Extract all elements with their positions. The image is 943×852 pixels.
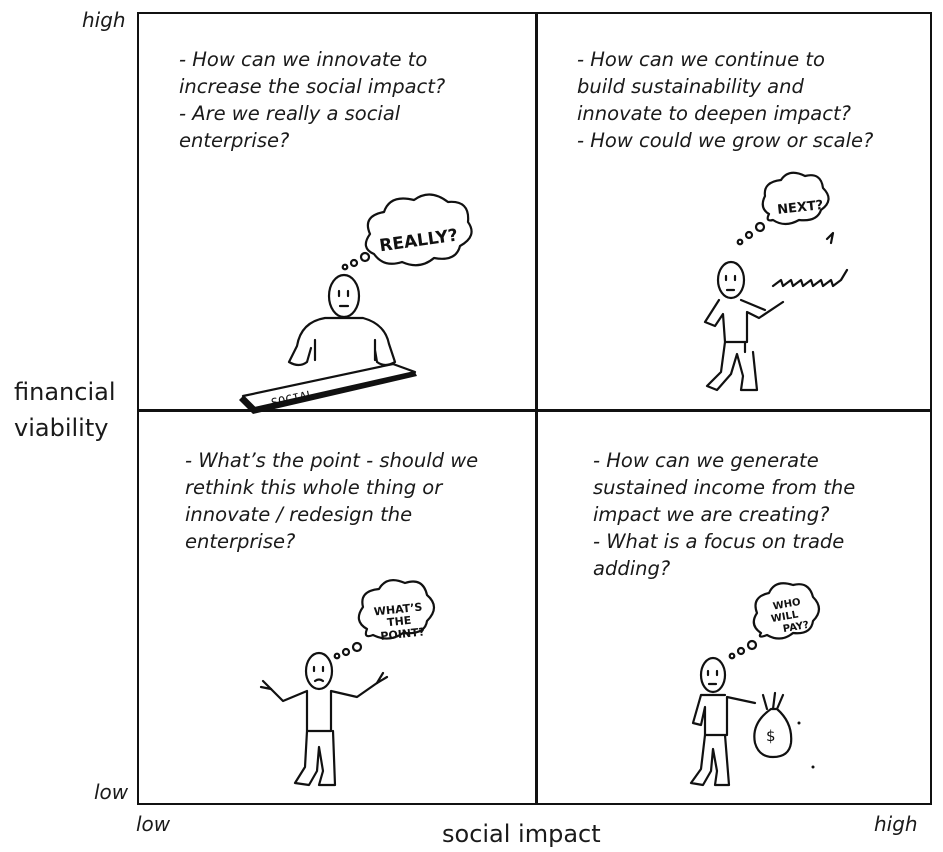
mouth [313,678,325,683]
figure-growth-illustration: NEXT? [703,171,849,392]
text-line: innovate to deepen impact? [577,102,851,125]
thought-bubble [752,582,821,640]
thought-dot [359,251,371,263]
y-axis-high-label: high [82,8,126,32]
bubble-text-really: REALLY? [378,226,459,257]
money-bag-icon [753,691,793,759]
figure-money-bag-illustration: WHO WILL PAY? $ [689,582,821,787]
head [304,651,334,691]
bubble-text-line: WILL [770,609,800,625]
body [269,681,379,787]
dot [811,765,815,769]
thought-dot [333,652,341,660]
quadrant-bottom-right-text: - How can we generate sustained income f… [593,447,855,582]
thought-dot [744,230,754,240]
quadrant-top-left-text: - How can we innovate to increase the so… [179,46,445,154]
body [287,316,397,367]
head [327,273,361,319]
x-axis-low-label: low [136,812,171,836]
desk-sign-text: SOCIAL.... [270,381,344,410]
bubble-text-line: WHAT’S [373,601,423,619]
figure-at-desk-illustration: REALLY? SOCIAL.... [239,193,473,414]
thought-dot [736,238,744,246]
thought-dot [746,639,758,651]
text-line: - How can we generate [593,449,819,472]
figure-shrugging-illustration: WHAT’S THE POINT? [259,578,436,787]
quadrant-top-left: - How can we innovate to increase the so… [139,14,535,414]
body [703,298,785,392]
quadrant-grid: - How can we innovate to increase the so… [137,12,932,805]
desk-shadow [239,372,417,414]
bubble-text-line: PAY? [782,620,810,635]
text-line: - What is a focus on trade [593,530,845,553]
x-axis-title: social impact [442,820,601,848]
head [699,656,727,694]
y-axis-title: financial viability [14,374,115,446]
money-bag-symbol: $ [766,727,776,745]
thought-dot [728,652,736,660]
text-line: impact we are creating? [593,503,830,526]
text-line: sustained income from the [593,476,856,499]
text-line: - How can we innovate to [179,48,428,71]
thought-bubble [357,578,436,640]
y-axis-title-line2: viability [14,414,109,442]
bubble-text-line: WHO [772,597,801,613]
thought-dot [351,641,363,653]
quadrant-top-right-text: - How can we continue to build sustainab… [577,46,873,154]
body [689,693,757,787]
text-line: rethink this whole thing or [185,476,443,499]
bubble-text-next: NEXT? [777,198,825,218]
text-line: increase the social impact? [179,75,446,98]
text-line: - Are we really a social [179,102,401,125]
head [716,260,746,300]
thought-bubble [761,171,830,226]
quadrant-top-right: - How can we continue to build sustainab… [537,14,933,409]
growth-arrow [771,231,849,288]
quadrant-bottom-right: - How can we generate sustained income f… [537,411,933,806]
text-line: build sustainability and [577,75,804,98]
text-line: - What’s the point - should we [185,449,479,472]
text-line: innovate / redesign the [185,503,413,526]
hand [259,671,389,691]
text-line: - How can we continue to [577,48,825,71]
y-axis-low-label: low [94,780,129,804]
y-axis-title-line1: financial [14,378,116,406]
thought-dot [736,646,746,656]
dot [797,721,801,725]
x-axis-high-label: high [874,812,918,836]
quadrant-bottom-left-text: - What’s the point - should we rethink t… [185,447,478,555]
text-line: - How could we grow or scale? [577,129,874,152]
thought-dot [349,258,359,268]
vertical-divider [535,14,538,803]
text-line: adding? [593,557,671,580]
bubble-text-line: THE [386,614,411,629]
text-line: enterprise? [185,530,296,553]
thought-dot [341,647,351,657]
quadrant-bottom-left: - What’s the point - should we rethink t… [139,411,535,806]
text-line: enterprise? [179,129,290,152]
horizontal-divider [139,409,930,412]
thought-bubble [364,193,473,267]
bubble-text-line: POINT? [380,625,426,643]
thought-dot [341,263,349,271]
thought-dot [754,221,766,233]
